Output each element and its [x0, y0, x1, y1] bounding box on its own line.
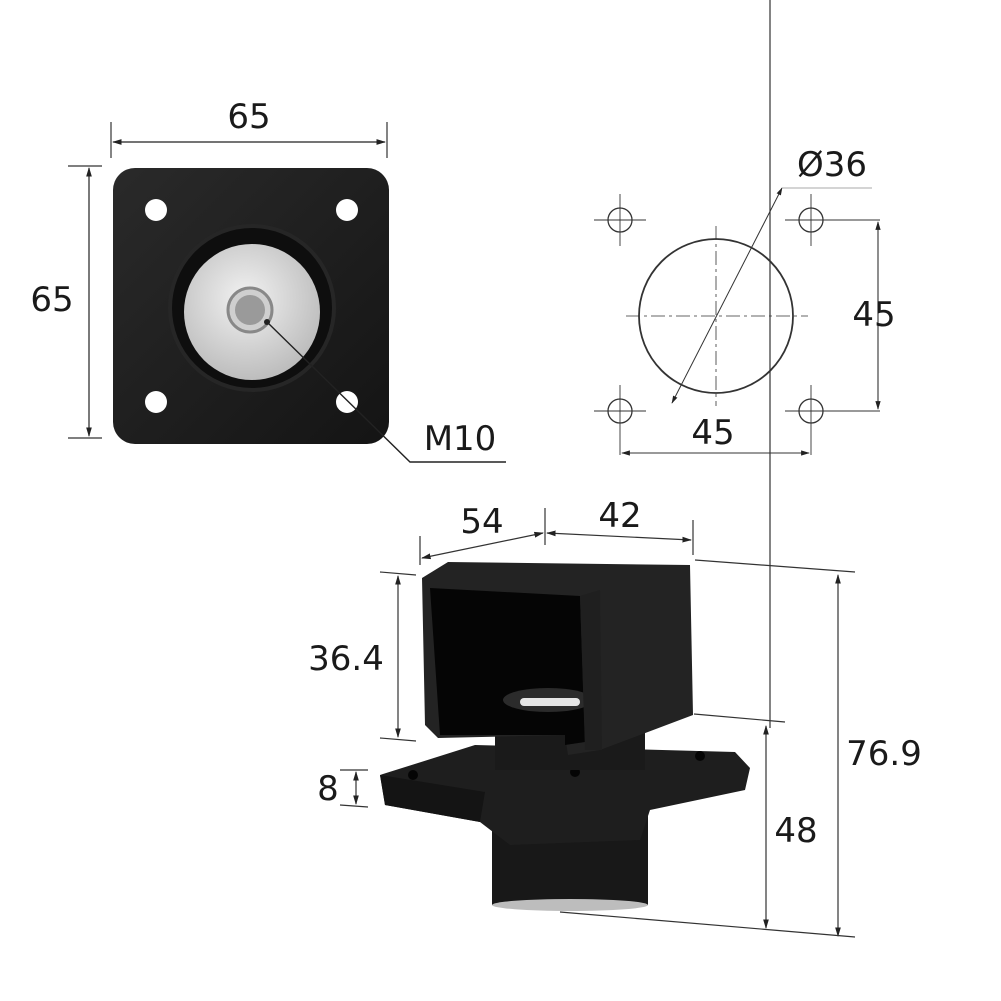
side-width-label: 42 — [598, 496, 641, 536]
screw-hole — [336, 199, 358, 221]
plate-thickness-label: 8 — [317, 769, 339, 809]
screw-hole — [145, 199, 167, 221]
depth-label: 54 — [460, 502, 503, 542]
total-height-label: 76.9 — [846, 734, 922, 774]
horizontal-spacing-label: 45 — [691, 413, 734, 453]
vertical-spacing-label: 45 — [852, 295, 895, 335]
thread-label: M10 — [424, 419, 497, 459]
diameter-leader — [671, 187, 783, 404]
top-view: 65 65 M10 — [30, 97, 506, 463]
hole-pattern-view — [594, 187, 881, 456]
diameter-label: Ø36 — [797, 145, 867, 185]
top-height-label: 65 — [30, 280, 73, 320]
screw-hole — [145, 391, 167, 413]
base-height-label: 48 — [774, 811, 817, 851]
top-width-label: 65 — [227, 97, 270, 137]
thread-leader-line — [266, 321, 506, 463]
side-view — [380, 562, 750, 911]
bracket-height-label: 36.4 — [308, 639, 384, 679]
screw-hole — [336, 391, 358, 413]
